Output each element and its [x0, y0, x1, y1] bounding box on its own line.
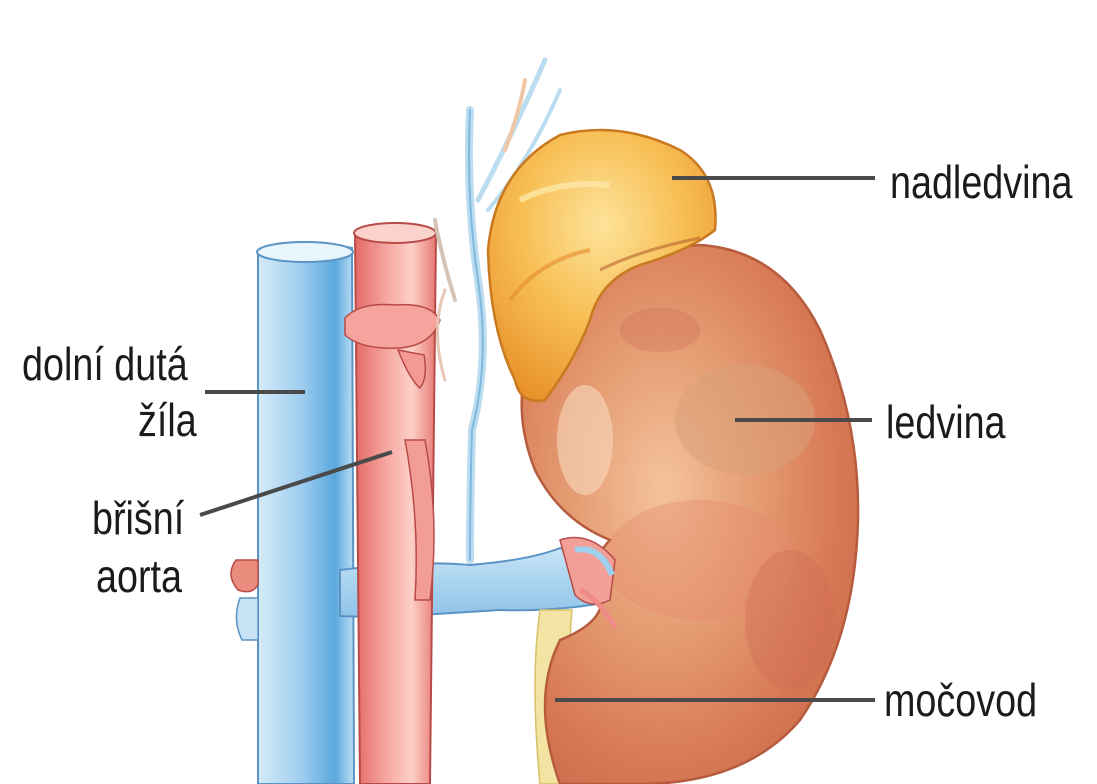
label-ledvina: ledvina [886, 398, 1006, 446]
label-mocovod: močovod [884, 676, 1037, 724]
label-dolni-duta: dolní dutá [22, 340, 188, 388]
label-nadledvina: nadledvina [890, 158, 1072, 206]
vena-cava-shape [236, 242, 354, 784]
label-aorta: aorta [96, 552, 182, 600]
label-zila: žíla [138, 396, 197, 444]
label-brisni: břišní [92, 494, 184, 542]
